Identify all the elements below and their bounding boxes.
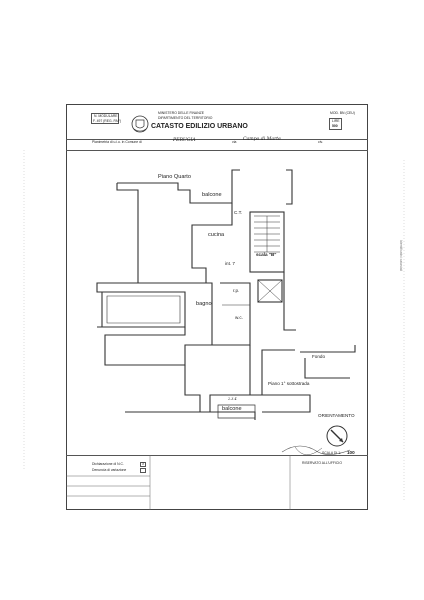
via-label: via: [232, 140, 237, 144]
model-code: MOD. BN (CEU): [330, 111, 355, 115]
scale-value: 100: [347, 450, 355, 455]
lire-label: LIRE: [332, 119, 340, 123]
cadastral-sheet: [66, 104, 368, 510]
margin-note: Identificativi catastali: [399, 240, 403, 272]
unit-number: int. 7: [225, 261, 235, 266]
planimetry-prefix: Planimetria di u.i.u. in Comune di: [92, 140, 142, 144]
denuncia-label: Denuncia di variazione: [92, 468, 127, 472]
scale-label: SCALA DI 1:: [322, 451, 342, 455]
room-bagno: bagno: [196, 301, 212, 307]
form-box-line1: N. MODULARE: [94, 114, 118, 118]
room-wc: w.c.: [235, 315, 243, 320]
basement-label: Piano 1° sottostrada: [268, 381, 310, 386]
form-box: N. MODULARE F. 497 (REG. PAF): [91, 113, 122, 124]
lire-box: LIRE 500: [329, 118, 342, 130]
department-label: DIPARTIMENTO DEL TERRITORIO: [158, 116, 213, 120]
via-value: Campo di Marte: [243, 137, 281, 142]
lire-value: 500: [332, 124, 338, 128]
civ-label: civ.: [318, 140, 323, 144]
header-rule: [66, 150, 368, 151]
orientation-label: ORIENTAMENTO: [318, 413, 355, 418]
handwritten-annotation: 2.3.4: [228, 397, 237, 401]
room-fondo: Fondo: [312, 354, 326, 359]
floor-plan-title: Piano Quarto: [158, 174, 191, 180]
dichiarazione-label: Dichiarazione di N.C.: [92, 462, 124, 466]
riservato-label: RISERVATO ALL'UFFICIO: [302, 461, 342, 465]
room-balcone-bottom: balcone: [222, 406, 242, 412]
denuncia-checkbox: [140, 468, 146, 473]
dichiarazione-checkbox: X: [140, 462, 146, 467]
header-rule: [66, 139, 368, 140]
room-ripostiglio: r.p.: [233, 288, 240, 293]
room-scala: scala "B": [256, 252, 277, 257]
comune-value: PERUGIA: [173, 138, 196, 143]
document-title: CATASTO EDILIZIO URBANO: [151, 123, 248, 130]
ministry-label: MINISTERO DELLE FINANZE: [158, 111, 204, 115]
room-cucina: cucina: [208, 232, 225, 238]
footer-rule: [66, 455, 368, 456]
check-mark: X: [142, 462, 145, 466]
room-ct: C.T.: [234, 210, 243, 215]
form-box-line2: F. 497 (REG. PAF): [93, 119, 122, 123]
room-balcone-top: balcone: [202, 192, 222, 198]
